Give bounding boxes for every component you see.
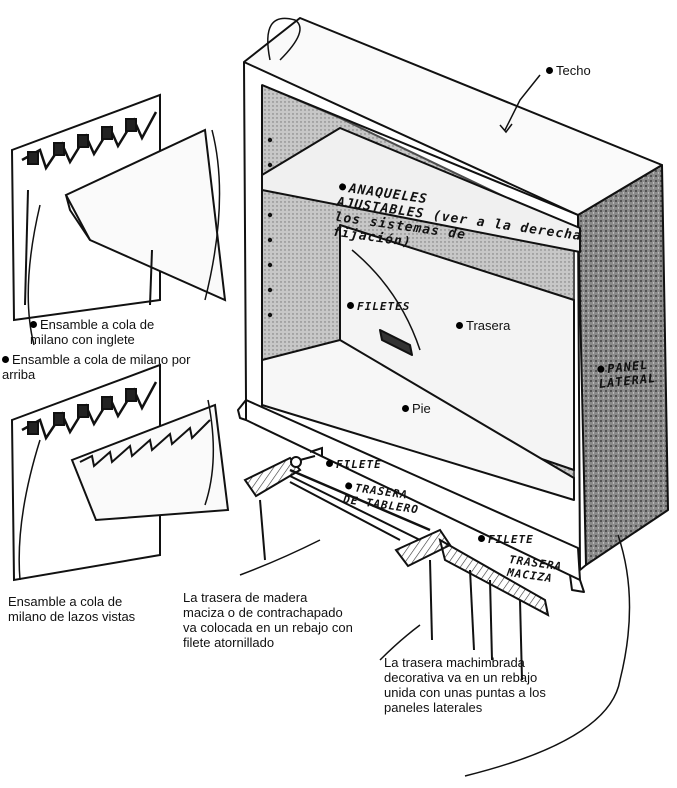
label-pie: Pie bbox=[402, 401, 431, 416]
rebate-detail-solid bbox=[394, 528, 550, 681]
foot-right bbox=[569, 574, 585, 593]
label-trasera: Trasera bbox=[456, 318, 510, 333]
label-ensamble-arriba: Ensamble a cola de milano por arriba bbox=[2, 352, 191, 382]
label-trasera-madera: La trasera de madera maciza o de contrac… bbox=[183, 590, 353, 650]
dovetail-joint-detail-2 bbox=[10, 363, 230, 582]
bottom-board bbox=[261, 339, 575, 501]
handwritten-filetes: FILETES bbox=[347, 300, 410, 313]
shelf-peg-holes bbox=[267, 137, 273, 318]
dovetail-joint-detail-1 bbox=[10, 93, 227, 322]
handwritten-filete-1: FILETE bbox=[326, 458, 382, 471]
leader-lines bbox=[18, 17, 631, 777]
label-techo: Techo bbox=[546, 63, 591, 78]
handwritten-filete-2: FILETE bbox=[478, 533, 534, 546]
top-panel bbox=[243, 17, 663, 216]
label-ensamble-inglete: Ensamble a cola de milano con inglete bbox=[30, 317, 155, 347]
handwritten-panel-lateral: PANEL LATERAL bbox=[597, 357, 657, 391]
foot-left bbox=[237, 399, 247, 421]
label-trasera-machimbrada: La trasera machimbrada decorativa va en … bbox=[384, 655, 546, 715]
rebate-detail-plywood bbox=[243, 446, 431, 561]
bookcase bbox=[237, 17, 669, 593]
label-ensamble-vistas: Ensamble a cola de milano de lazos vista… bbox=[8, 594, 136, 624]
